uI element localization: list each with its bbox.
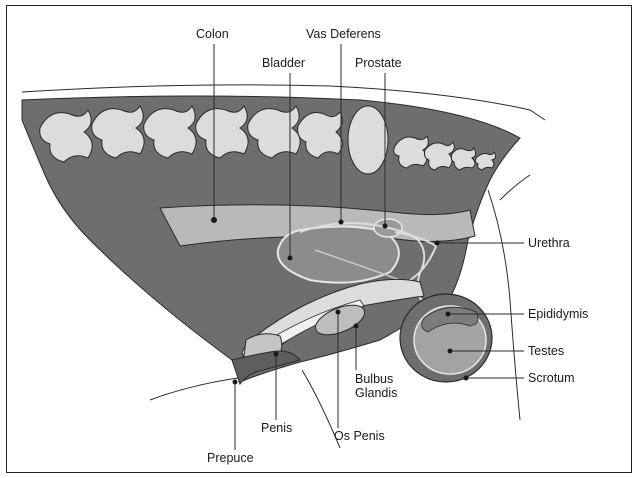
pointer-testes	[448, 349, 453, 354]
pointer-prepuce	[233, 380, 238, 385]
label-testes: Testes	[528, 344, 564, 358]
rump-line	[500, 175, 530, 200]
label-prepuce: Prepuce	[207, 451, 254, 465]
pointer-colon	[211, 217, 217, 223]
label-penis: Penis	[261, 421, 292, 435]
label-os-penis: Os Penis	[334, 429, 385, 443]
pointer-vas-deferens	[339, 220, 344, 225]
pointer-bulbus-glandis	[354, 324, 359, 329]
pointer-bladder	[288, 256, 293, 261]
pointer-prostate	[383, 224, 388, 229]
hind-leg-line	[488, 190, 520, 420]
label-vas-deferens: Vas Deferens	[306, 27, 381, 41]
pointer-urethra	[435, 241, 440, 246]
belly-line	[150, 378, 238, 400]
label-scrotum: Scrotum	[528, 371, 575, 385]
pointer-os-penis	[336, 310, 341, 315]
label-bulbus-glandis-line2: Glandis	[355, 386, 397, 400]
label-bladder: Bladder	[262, 56, 305, 70]
pointer-scrotum	[464, 376, 469, 381]
pointer-epididymis	[446, 312, 451, 317]
label-colon: Colon	[196, 27, 229, 41]
pointer-penis	[274, 352, 279, 357]
label-urethra: Urethra	[528, 236, 570, 250]
label-epididymis: Epididymis	[528, 307, 588, 321]
label-bulbus-glandis-line1: Bulbus	[355, 372, 393, 386]
label-prostate: Prostate	[355, 56, 402, 70]
